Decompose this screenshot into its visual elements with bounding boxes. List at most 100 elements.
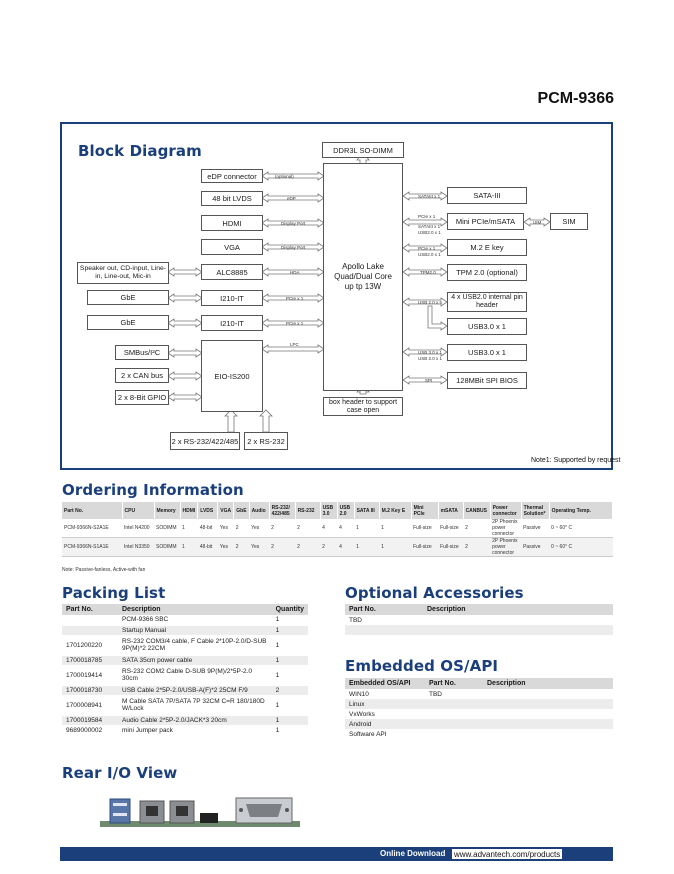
- table-row: TBD: [345, 615, 613, 625]
- table-cell: 1: [354, 538, 379, 557]
- box-ddr: DDR3L SO-DIMM: [322, 142, 404, 158]
- packing-header-cell: Part No.: [62, 604, 118, 615]
- box-i210-1: I210-IT: [201, 290, 263, 306]
- optional-header-cell: Part No.: [345, 604, 423, 615]
- bus-label-pcie-m2: PCIe x 1: [418, 246, 435, 251]
- box-sim: SIM: [550, 213, 588, 230]
- table-cell: RS-232 COM3/4 cable, F Cable 2*10P-2.0/D…: [118, 635, 272, 655]
- ordering-header-cell: RS-232: [295, 502, 320, 519]
- table-cell: [483, 729, 613, 739]
- bus-label-pcie1: PCIe x 1: [286, 296, 303, 301]
- box-m2: M.2 E key: [447, 239, 527, 256]
- table-cell: Software API: [345, 729, 425, 739]
- table-row: 1700018730USB Cable 2*5P-2.0/USB-A(F)*2 …: [62, 685, 308, 695]
- table-cell: USB Cable 2*5P-2.0/USB-A(F)*2 25CM F/9: [118, 685, 272, 695]
- ordering-header-cell: Thermal Solution*: [521, 502, 549, 519]
- table-cell: Yes: [249, 519, 269, 538]
- table-cell: 1: [379, 519, 411, 538]
- rear-io-photo: [100, 793, 300, 833]
- optional-header-cell: Description: [423, 604, 613, 615]
- bus-label-lpc: LPC: [290, 342, 299, 347]
- table-cell: 1: [272, 725, 308, 735]
- table-cell: 2: [320, 538, 337, 557]
- ordering-header-cell: Power connector: [490, 502, 521, 519]
- box-minipcie: Mini PCIe/mSATA: [447, 213, 524, 230]
- table-cell: 1700008941: [62, 695, 118, 715]
- box-eio: EIO-IS200: [201, 340, 263, 412]
- table-cell: Passive: [521, 519, 549, 538]
- table-cell: 1: [354, 519, 379, 538]
- table-cell: 0 ~ 60° C: [549, 519, 612, 538]
- table-cell: 2: [269, 519, 295, 538]
- table-cell: 1: [272, 635, 308, 655]
- table-cell: 2P Phoenix power connector: [490, 519, 521, 538]
- box-lvds: 48 bit LVDS: [201, 191, 263, 206]
- embedded-header-cell: Embedded OS/API: [345, 678, 425, 689]
- packing-header-row: Part No. Description Quantity: [62, 604, 308, 615]
- box-audio-jacks: Speaker out, CD-input, Line-in, Line-out…: [77, 262, 169, 284]
- table-cell: [483, 709, 613, 719]
- table-cell: 2: [463, 519, 490, 538]
- table-cell: 2: [234, 538, 249, 557]
- embedded-header-row: Embedded OS/API Part No. Description: [345, 678, 613, 689]
- table-cell: 2: [295, 519, 320, 538]
- bus-label-pcie2: PCIe x 1: [286, 321, 303, 326]
- table-cell: [423, 625, 613, 635]
- box-box-header: box header to support case open: [323, 397, 403, 416]
- table-cell: 2: [295, 538, 320, 557]
- table-cell: mini Jumper pack: [118, 725, 272, 735]
- section-heading-rear: Rear I/O View: [62, 764, 177, 782]
- embedded-table: Embedded OS/API Part No. Description WIN…: [345, 678, 613, 739]
- box-i210-2: I210-IT: [201, 315, 263, 331]
- ordering-header-row: Part No. CPU Memory HDMI LVDS VGA GbE Au…: [62, 502, 613, 519]
- table-cell: TBD: [345, 615, 423, 625]
- diagram-note: Note1: Supported by request: [531, 457, 621, 464]
- table-cell: Linux: [345, 699, 425, 709]
- table-cell: 1: [180, 538, 198, 557]
- table-cell: 9689000002: [62, 725, 118, 735]
- ordering-header-cell: GbE: [234, 502, 249, 519]
- table-cell: SODIMM: [154, 519, 180, 538]
- table-cell: Intel N4200: [122, 519, 154, 538]
- table-cell: 2: [234, 519, 249, 538]
- ordering-header-cell: Part No.: [62, 502, 122, 519]
- table-cell: [425, 709, 483, 719]
- table-row: Software API: [345, 729, 613, 739]
- table-cell: VxWorks: [345, 709, 425, 719]
- table-cell: WIN10: [345, 689, 425, 699]
- table-cell: 0 ~ 60° C: [549, 538, 612, 557]
- ordering-header-cell: Mini PCIe: [411, 502, 438, 519]
- table-cell: Startup Manual: [118, 625, 272, 635]
- table-cell: [483, 719, 613, 729]
- section-heading-embedded: Embedded OS/API: [345, 657, 498, 675]
- table-cell: 1: [272, 655, 308, 665]
- table-cell: 4: [337, 538, 354, 557]
- table-cell: Yes: [249, 538, 269, 557]
- table-cell: Audio Cable 2*5P-2.0/JACK*3 20cm: [118, 715, 272, 725]
- table-cell: 1: [272, 625, 308, 635]
- bus-label-edp: eDP: [287, 196, 296, 201]
- ordering-header-cell: mSATA: [438, 502, 463, 519]
- table-cell: 1: [272, 715, 308, 725]
- bus-label-usb-mini: USB2.0 x 1: [418, 230, 441, 235]
- table-cell: 1700018730: [62, 685, 118, 695]
- table-cell: 1700019584: [62, 715, 118, 725]
- table-cell: [62, 625, 118, 635]
- ordering-header-cell: HDMI: [180, 502, 198, 519]
- box-usb3-a: USB3.0 x 1: [447, 318, 527, 335]
- table-row: VxWorks: [345, 709, 613, 719]
- box-cpu: Apollo Lake Quad/Dual Core up tp 13W: [323, 163, 403, 391]
- footer-url-link[interactable]: www.advantech.com/products: [451, 848, 563, 860]
- table-cell: Full-size: [411, 519, 438, 538]
- ordering-header-cell: Operating Temp.: [549, 502, 612, 519]
- table-cell: 1: [379, 538, 411, 557]
- table-cell: 1700018785: [62, 655, 118, 665]
- table-row: Android: [345, 719, 613, 729]
- box-rs232-485: 2 x RS-232/422/485: [170, 432, 240, 450]
- table-row: [345, 625, 613, 635]
- table-cell: 1: [272, 665, 308, 685]
